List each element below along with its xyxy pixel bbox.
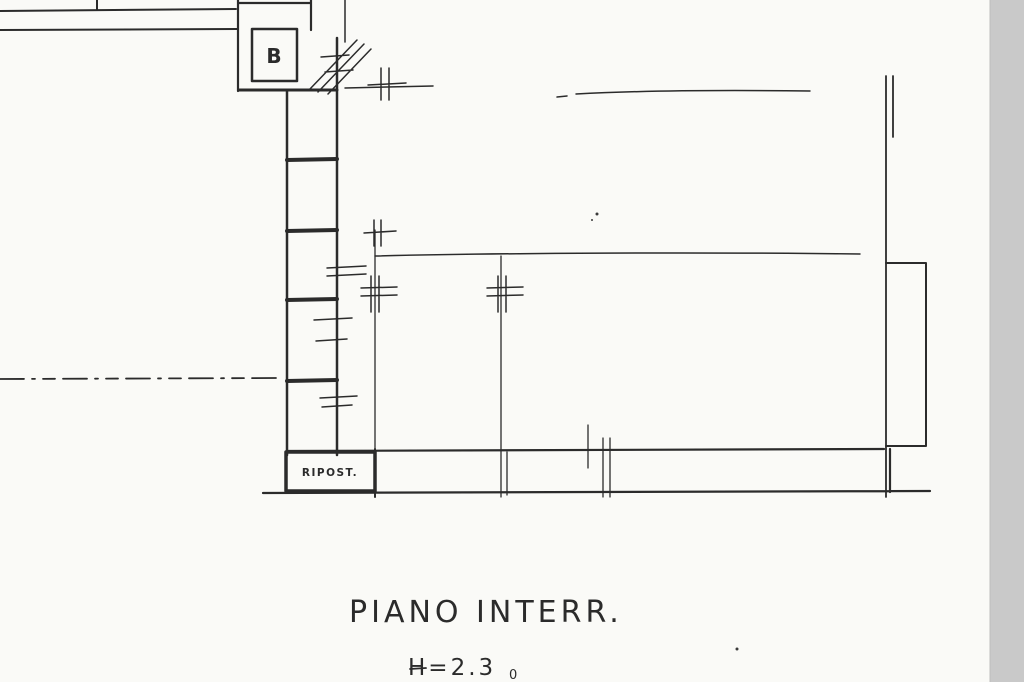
opening-mark-center — [486, 275, 524, 313]
scan-speckles — [591, 212, 739, 651]
room-b-walls — [236, 0, 313, 93]
right-wall — [885, 75, 894, 498]
room-b-label: B — [266, 44, 281, 68]
dashed-centerline — [0, 377, 284, 380]
plan-labels: B RIPOST. PIANO INTERR. H=2.3 0 — [266, 44, 623, 682]
plan-linework — [0, 0, 932, 670]
speckle-dot — [735, 647, 739, 651]
h-double-crossbar — [409, 667, 427, 670]
stair-hatch-marks — [308, 0, 372, 95]
top-edge-lines — [344, 85, 811, 98]
stair-break-ticks — [313, 265, 367, 408]
speckle-dot — [595, 212, 599, 216]
opening-mark-left — [360, 275, 398, 313]
height-note: H=2.3 — [408, 655, 496, 681]
ripost-label: RIPOST. — [302, 467, 358, 479]
wall-top-left — [0, 0, 238, 31]
opening-mark-top — [367, 67, 407, 101]
room-b-inner-box — [250, 27, 299, 83]
scan-edge-strip — [990, 0, 1024, 682]
bottom-wall-ticks — [506, 424, 611, 498]
right-bay — [885, 262, 927, 447]
speckle-dot — [591, 219, 593, 221]
stair-rungs — [285, 157, 339, 383]
plan-title: PIANO INTERR. — [349, 595, 623, 630]
height-note-subscript: 0 — [509, 668, 517, 682]
interior-horizontal-line — [374, 252, 861, 257]
stair-rails — [285, 36, 339, 457]
opening-mark-mid — [363, 219, 397, 247]
